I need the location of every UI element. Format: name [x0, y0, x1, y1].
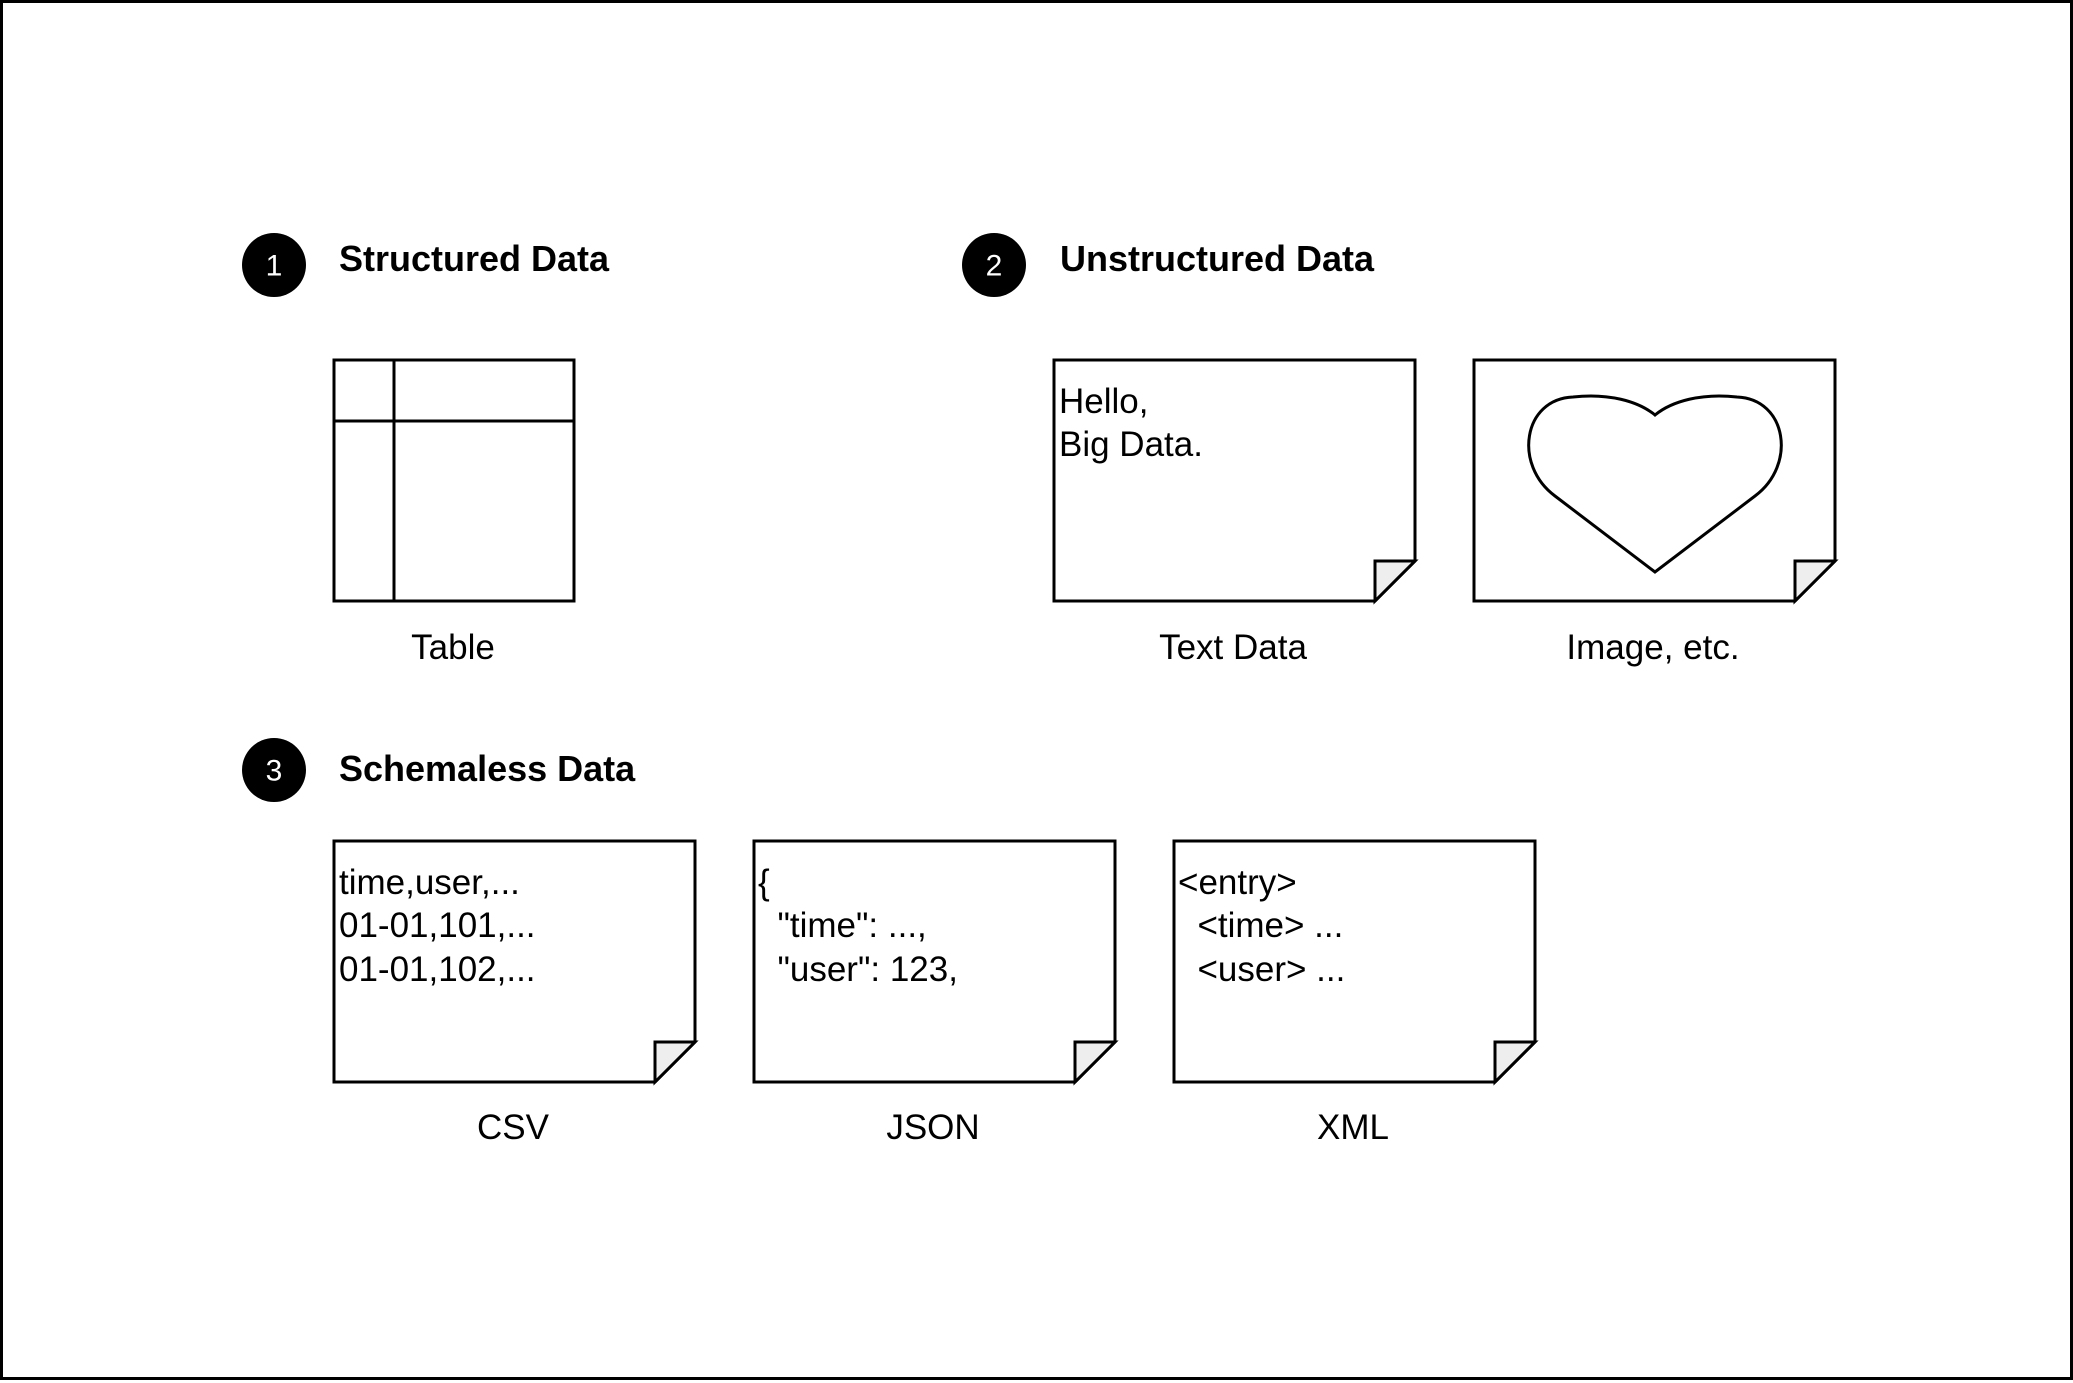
section-3-title: Schemaless Data [339, 748, 636, 789]
json-line-2: "time": ..., [758, 906, 927, 945]
xml-page-fold [1493, 1040, 1539, 1086]
csv-line-2: 01-01,101,... [339, 906, 536, 945]
table-icon [332, 358, 576, 603]
csv-page-fold [653, 1040, 699, 1086]
json-caption: JSON [886, 1108, 979, 1147]
section-unstructured: 2 Unstructured Data [962, 233, 1375, 297]
image-document [1472, 358, 1839, 605]
section-2-badge [962, 233, 1026, 297]
section-schemaless: 3 Schemaless Data [242, 738, 636, 802]
section-1-badge [242, 233, 306, 297]
xml-line-3: <user> ... [1178, 950, 1345, 989]
section-2-number: 2 [986, 250, 1003, 283]
image-page-fold [1793, 559, 1839, 605]
table-outline [332, 358, 576, 603]
csv-document: time,user,... 01-01,101,... 01-01,102,..… [332, 839, 699, 1086]
section-3-number: 3 [266, 755, 283, 788]
diagram-svg: 1 Structured Data Table 2 Unstructured D… [242, 233, 1839, 1147]
xml-caption: XML [1317, 1108, 1389, 1147]
csv-line-1: time,user,... [339, 863, 520, 902]
json-page-fold [1073, 1040, 1119, 1086]
json-line-3: "user": 123, [758, 950, 958, 989]
json-line-1: { [758, 863, 770, 902]
section-1-number: 1 [266, 250, 283, 283]
section-1-title: Structured Data [339, 238, 610, 279]
table-caption: Table [411, 628, 495, 667]
section-structured: 1 Structured Data [242, 233, 610, 297]
heart-icon [1527, 394, 1783, 574]
text-data-document: Hello, Big Data. [1052, 358, 1419, 605]
xml-line-1: <entry> [1178, 863, 1297, 902]
csv-caption: CSV [477, 1108, 550, 1147]
text-data-caption: Text Data [1159, 628, 1307, 667]
text-data-line-1: Hello, [1059, 382, 1148, 421]
json-document: { "time": ..., "user": 123, [752, 839, 1119, 1086]
section-2-title: Unstructured Data [1060, 238, 1375, 279]
text-data-line-2: Big Data. [1059, 425, 1203, 464]
section-3-badge [242, 738, 306, 802]
xml-line-2: <time> ... [1178, 906, 1343, 945]
text-data-page-fold [1373, 559, 1419, 605]
csv-line-3: 01-01,102,... [339, 950, 536, 989]
image-caption: Image, etc. [1566, 628, 1739, 667]
xml-document: <entry> <time> ... <user> ... [1172, 839, 1539, 1086]
